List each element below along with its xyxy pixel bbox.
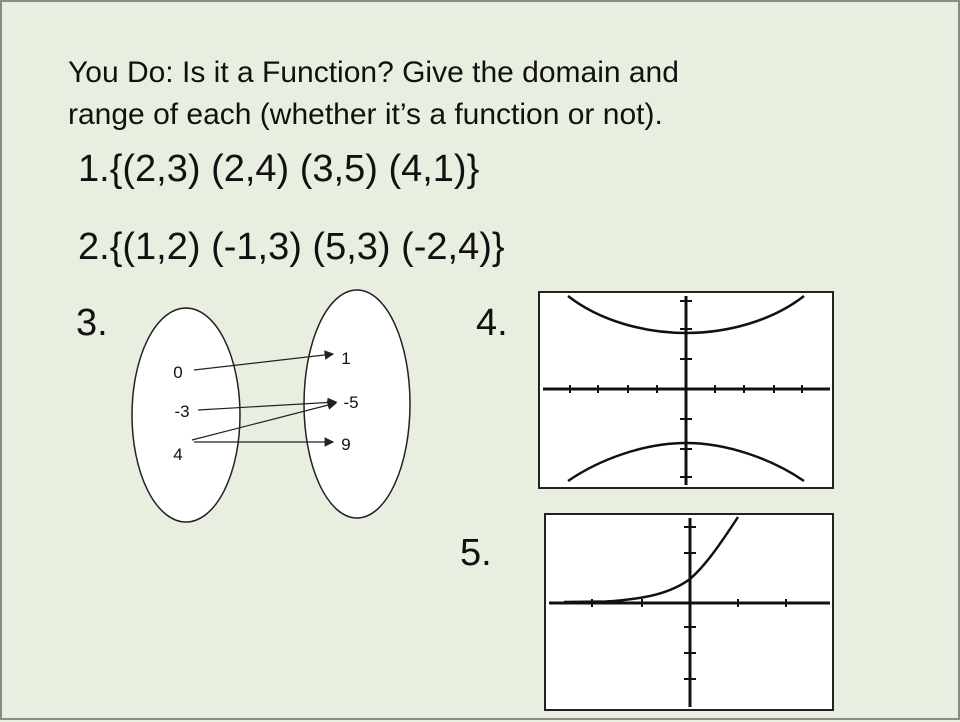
domain-value: 0 (173, 363, 182, 382)
mapping-arrow (197, 397, 338, 411)
problem-4-label: 4. (476, 302, 508, 344)
problem-1: 1.{(2,3) (2,4) (3,5) (4,1)} (78, 148, 480, 190)
range-value: 1 (341, 349, 350, 368)
problem-2: 2.{(1,2) (-1,3) (5,3) (-2,4)} (78, 226, 505, 268)
mapping-arrow (191, 400, 338, 441)
graph-5-plot (549, 516, 830, 707)
instructions-line-1: You Do: Is it a Function? Give the domai… (68, 56, 679, 89)
domain-oval (131, 307, 241, 523)
domain-value: 4 (173, 445, 182, 464)
domain-value: -3 (174, 402, 189, 421)
graph-4-plot (543, 295, 830, 485)
lower-branch (567, 441, 805, 483)
y-ticks (684, 526, 696, 680)
problem-5-label: 5. (460, 532, 492, 574)
graph-4 (538, 291, 834, 489)
mapping-arrow (193, 350, 335, 371)
instructions-line-2: range of each (whether it’s a function o… (68, 98, 663, 131)
range-value: 9 (341, 435, 350, 454)
x-ticks (569, 385, 803, 393)
problem-3-label: 3. (76, 302, 108, 344)
graph-5 (544, 513, 834, 711)
exponential-curve (563, 516, 740, 604)
range-value: -5 (343, 393, 358, 412)
x-ticks (591, 599, 787, 607)
y-ticks (680, 300, 692, 478)
upper-branch (567, 295, 805, 335)
instructions: You Do: Is it a Function? Give the domai… (68, 52, 888, 136)
